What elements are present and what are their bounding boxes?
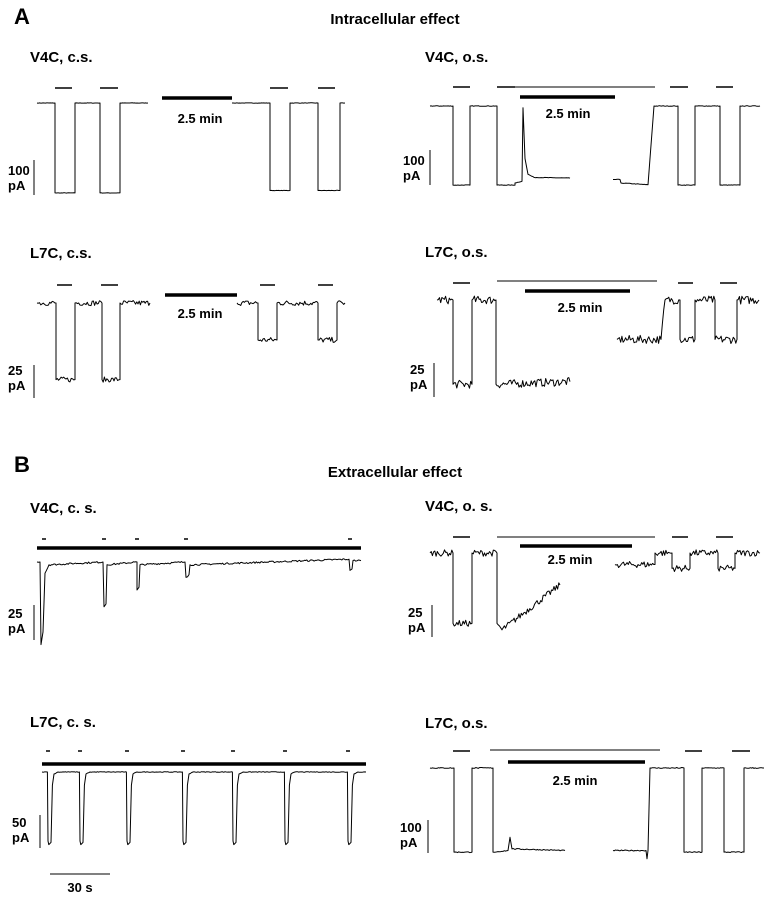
scale-label: pA xyxy=(8,378,26,393)
panel-title: V4C, o. s. xyxy=(425,498,493,515)
scale-label: pA xyxy=(12,830,30,845)
panel-title: L7C, c.s. xyxy=(30,245,92,262)
scale-label: 25 xyxy=(8,606,22,621)
time-gap-label: 2.5 min xyxy=(178,306,223,321)
scale-label: 25 xyxy=(408,605,422,620)
current-trace xyxy=(616,295,760,344)
current-trace xyxy=(436,295,571,389)
scale-label: pA xyxy=(8,621,26,636)
current-trace xyxy=(236,300,346,343)
current-trace xyxy=(36,102,149,194)
scale-label: 100 xyxy=(400,820,422,835)
current-trace xyxy=(429,767,566,854)
time-gap-label: 2.5 min xyxy=(558,300,603,315)
current-trace xyxy=(429,549,561,631)
section-a-letter: A xyxy=(14,4,30,29)
panel-title: V4C, o.s. xyxy=(425,49,488,66)
panel-title: V4C, c. s. xyxy=(30,500,97,517)
current-trace xyxy=(36,558,362,646)
scale-label: 25 xyxy=(410,362,424,377)
panel-title: L7C, o.s. xyxy=(425,244,488,261)
current-trace xyxy=(429,105,571,186)
scale-label: 50 xyxy=(12,815,26,830)
panel-title: L7C, c. s. xyxy=(30,714,96,731)
panel-title: V4C, c.s. xyxy=(30,49,93,66)
scale-label: 25 xyxy=(8,363,22,378)
current-trace xyxy=(614,549,761,572)
time-gap-label: 2.5 min xyxy=(548,552,593,567)
time-scale-label: 30 s xyxy=(67,880,92,895)
scale-label: pA xyxy=(8,178,26,193)
time-gap-label: 2.5 min xyxy=(553,773,598,788)
panel-title: L7C, o.s. xyxy=(425,715,488,732)
section-a-title: Intracellular effect xyxy=(330,11,459,28)
current-trace xyxy=(232,102,346,192)
time-gap-label: 2.5 min xyxy=(178,111,223,126)
current-trace xyxy=(36,300,151,383)
section-b-letter: B xyxy=(14,452,30,477)
scale-label: 100 xyxy=(8,163,30,178)
current-trace xyxy=(612,767,764,860)
scale-label: pA xyxy=(410,377,428,392)
scale-label: 100 xyxy=(403,153,425,168)
scale-label: pA xyxy=(400,835,418,850)
scale-label: pA xyxy=(403,168,421,183)
time-gap-label: 2.5 min xyxy=(546,106,591,121)
current-trace xyxy=(41,771,367,846)
section-b-title: Extracellular effect xyxy=(328,464,462,481)
scale-label: pA xyxy=(408,620,426,635)
current-trace xyxy=(613,105,761,186)
